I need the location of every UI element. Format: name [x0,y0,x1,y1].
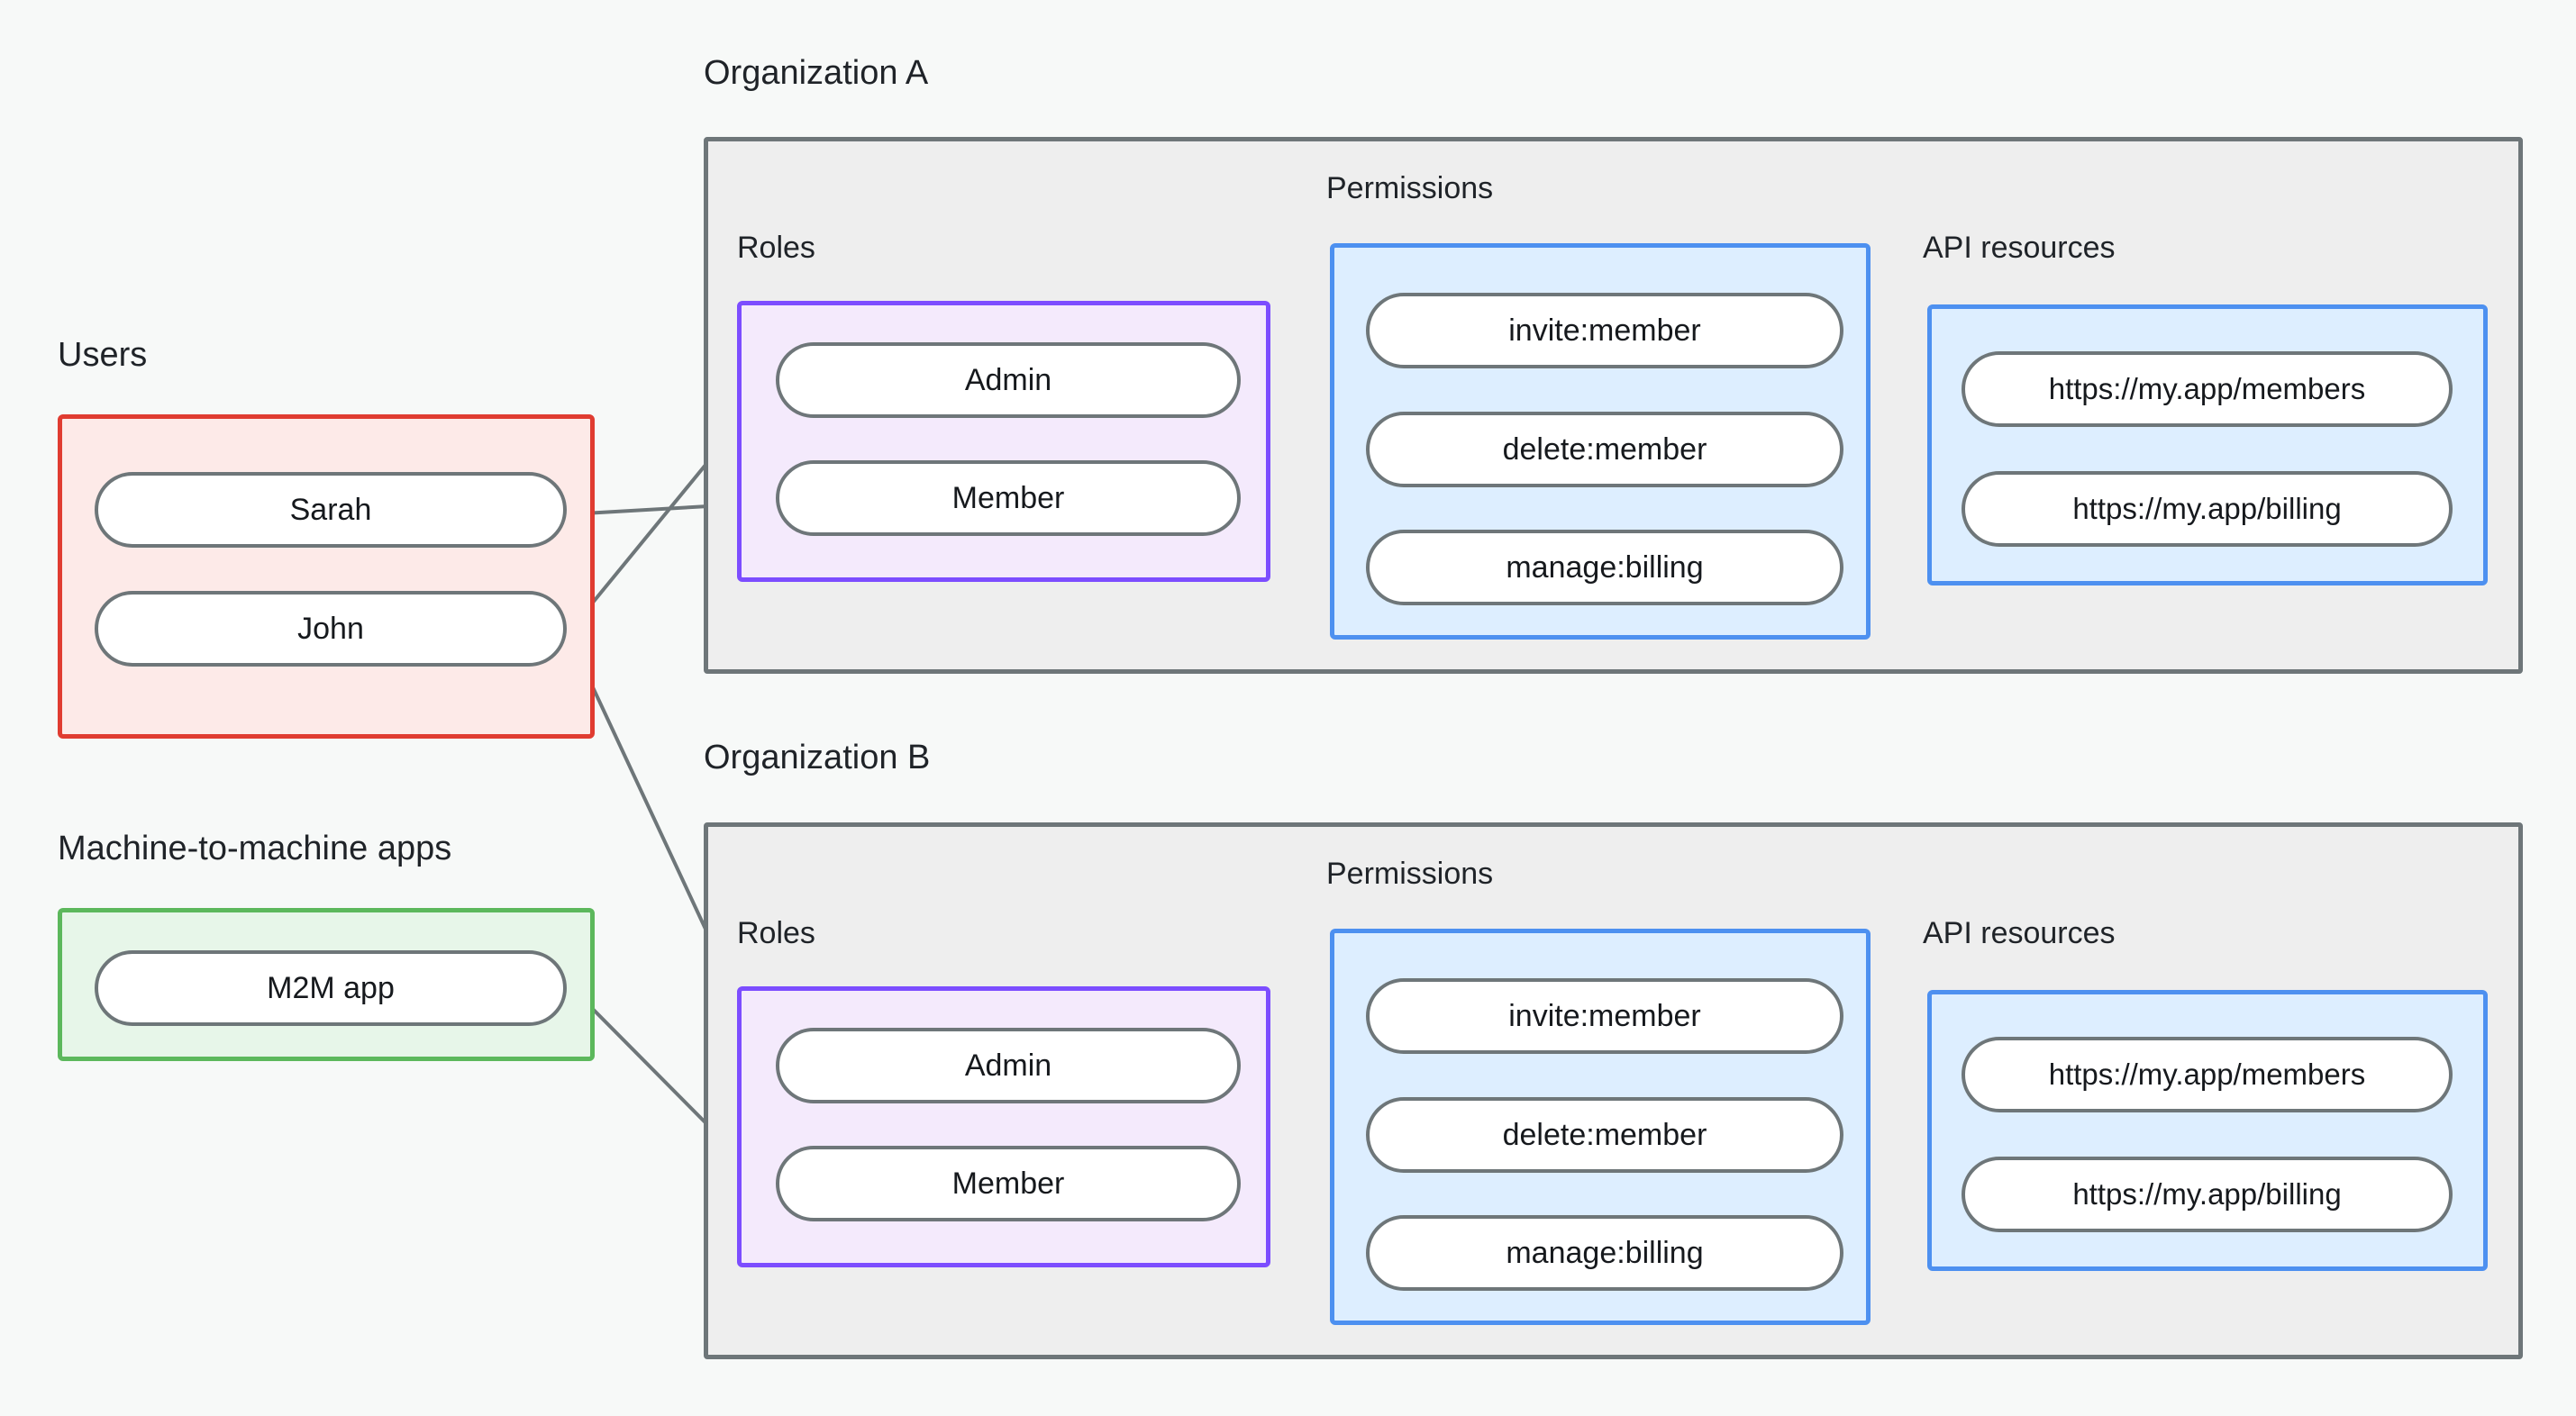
orgB-permission-pill-manage-billing[interactable]: manage:billing [1366,1215,1843,1291]
users-label: Users [58,336,148,374]
orgB-permissions-label: Permissions [1326,857,1494,891]
users-container: Sarah John [58,414,595,739]
orgA-roles-label: Roles [737,231,815,265]
m2m-container: M2M app [58,908,595,1061]
user-pill-sarah[interactable]: Sarah [95,472,567,548]
orgA-api-pill-members[interactable]: https://my.app/members [1962,351,2453,427]
orgB-api-resources-label: API resources [1923,916,2116,950]
organization-b-label: Organization B [704,739,931,776]
orgA-roles-container: Admin Member [737,301,1270,582]
orgB-role-pill-member[interactable]: Member [776,1146,1241,1221]
m2m-pill-app[interactable]: M2M app [95,950,567,1026]
orgA-permission-pill-delete-member[interactable]: delete:member [1366,412,1843,487]
m2m-label: Machine-to-machine apps [58,830,452,867]
orgB-roles-container: Admin Member [737,986,1270,1267]
orgB-permission-pill-invite-member[interactable]: invite:member [1366,978,1843,1054]
orgA-api-resources-label: API resources [1923,231,2116,265]
orgA-permissions-label: Permissions [1326,171,1494,205]
orgA-api-pill-billing[interactable]: https://my.app/billing [1962,471,2453,547]
orgB-roles-label: Roles [737,916,815,950]
orgB-api-pill-billing[interactable]: https://my.app/billing [1962,1157,2453,1232]
orgB-role-pill-admin[interactable]: Admin [776,1028,1241,1103]
orgB-permission-pill-delete-member[interactable]: delete:member [1366,1097,1843,1173]
orgA-permissions-container: invite:member delete:member manage:billi… [1330,243,1871,640]
orgB-api-resources-container: https://my.app/members https://my.app/bi… [1927,990,2488,1271]
orgA-permission-pill-manage-billing[interactable]: manage:billing [1366,530,1843,605]
organization-a-label: Organization A [704,54,929,92]
orgA-permission-pill-invite-member[interactable]: invite:member [1366,293,1843,368]
orgA-role-pill-admin[interactable]: Admin [776,342,1241,418]
orgB-permissions-container: invite:member delete:member manage:billi… [1330,929,1871,1325]
orgA-role-pill-member[interactable]: Member [776,460,1241,536]
orgB-api-pill-members[interactable]: https://my.app/members [1962,1037,2453,1112]
orgA-api-resources-container: https://my.app/members https://my.app/bi… [1927,304,2488,585]
user-pill-john[interactable]: John [95,591,567,667]
